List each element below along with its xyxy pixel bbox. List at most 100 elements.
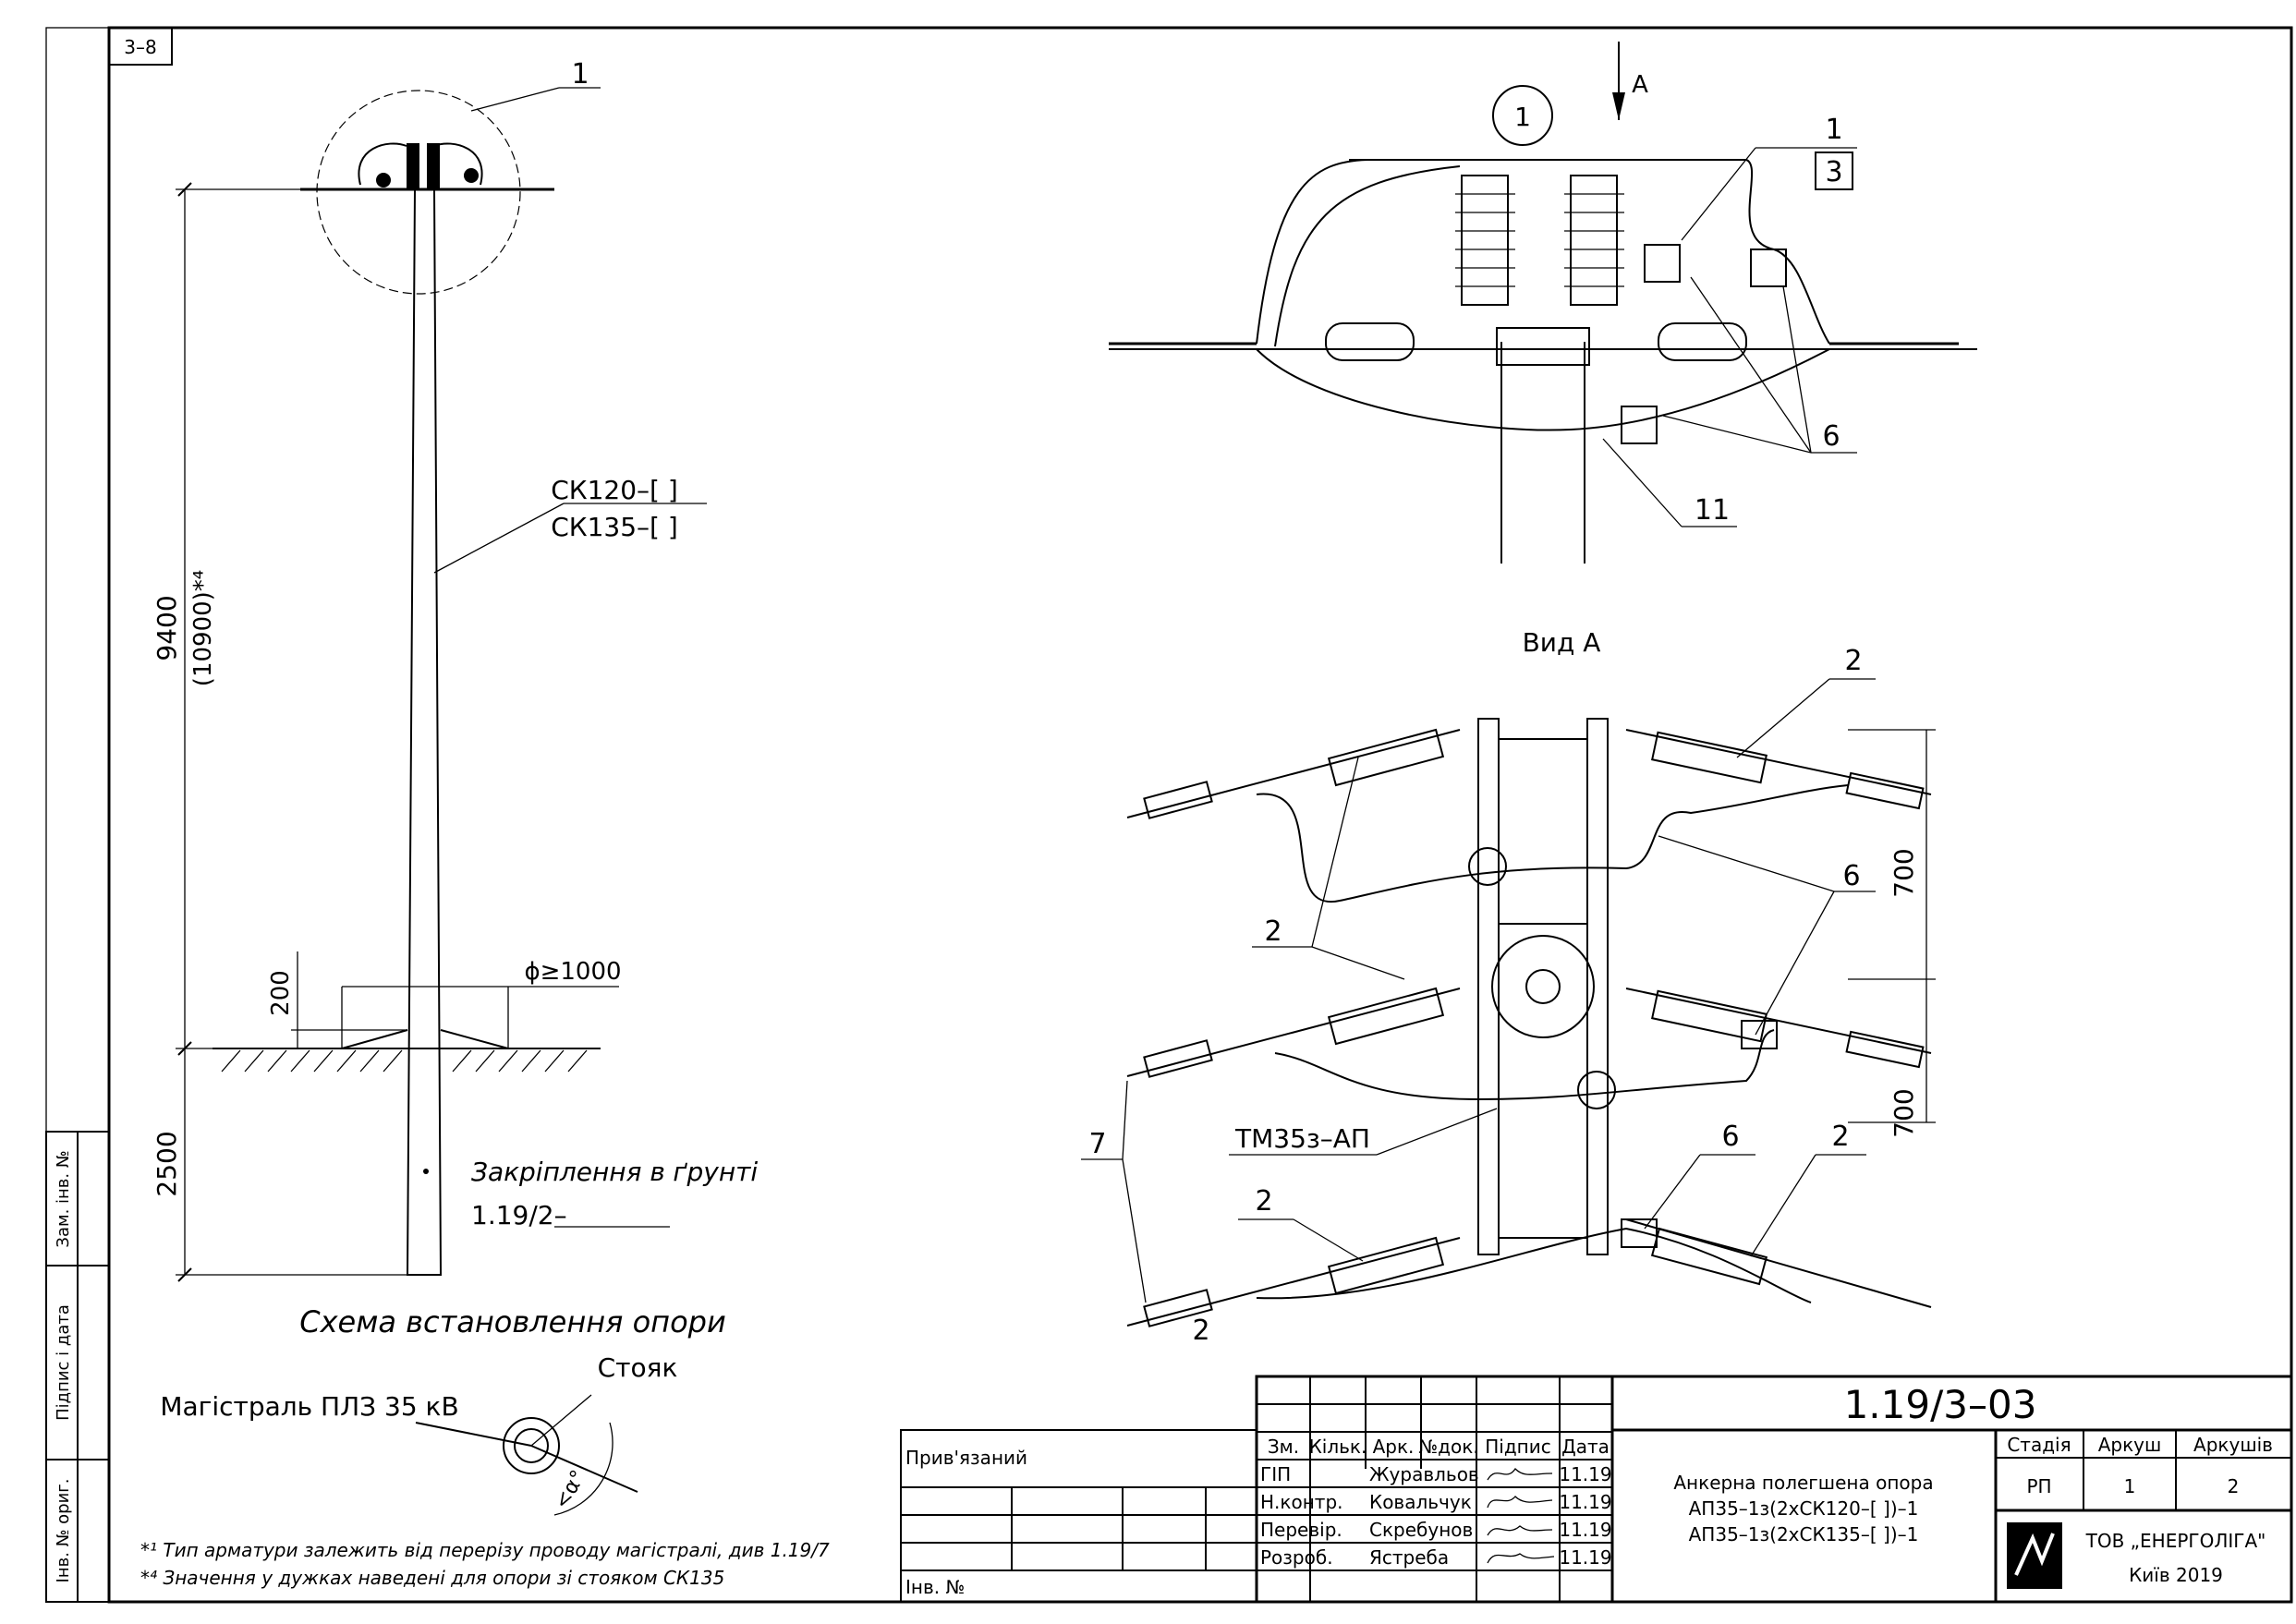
inv-oryg-label: Інв. № ориг.	[54, 1479, 73, 1583]
clamp-icon	[464, 168, 479, 183]
dim-height-alt: (10900)*⁴	[189, 570, 217, 686]
post-insulator	[1461, 175, 1509, 306]
dim-200: 200	[267, 970, 295, 1016]
leader-line	[1122, 1080, 1128, 1160]
marker-dot	[423, 1169, 429, 1174]
pole-scheme: 1 9400 (10900)*⁴ 2500	[140, 58, 830, 1589]
callout-2: 2	[1264, 915, 1282, 948]
stage-value: РП	[2026, 1475, 2051, 1497]
dim-tick	[177, 182, 192, 197]
leader-line	[1662, 415, 1812, 454]
company-logo-icon	[2007, 1522, 2062, 1589]
line-label: Магістраль ПЛЗ 35 кВ	[160, 1391, 458, 1422]
circle-label: 1	[1514, 102, 1531, 132]
callout-2: 2	[1255, 1185, 1272, 1218]
leader-line	[1681, 147, 1756, 241]
stage-header: Стадія	[2007, 1434, 2071, 1456]
footnote-2: *⁴ Значення у дужках наведені для опори …	[140, 1567, 724, 1589]
role-pereviv: Перевір.	[1260, 1519, 1342, 1541]
callout-box	[1815, 151, 1853, 190]
line-direction	[530, 1445, 638, 1493]
leader-line	[1750, 1154, 1816, 1257]
dim-height: 9400	[152, 595, 182, 661]
clamp-icon	[1644, 244, 1681, 283]
designation: 1.19/3–03	[1844, 1382, 2037, 1427]
jumper-wire	[1256, 159, 1368, 345]
description-1: Анкерна полегшена опора	[1673, 1472, 1933, 1494]
callout-2-hidden: 2	[1192, 1315, 1209, 1347]
leader-line	[530, 1394, 592, 1447]
date-pereviv: 11.19	[1559, 1519, 1611, 1541]
dim-700b: 700	[1889, 1088, 1919, 1137]
leader-line	[1782, 285, 1812, 454]
pole-label-bottom: СК135–[ ]	[551, 512, 678, 542]
title-block: Прив'язаний Інв. № Зм. Кільк. Арк. №док.…	[900, 1375, 2293, 1604]
callout-1: 1	[571, 58, 589, 91]
hdr-dok: №док.	[1418, 1436, 1478, 1458]
dim-tick	[177, 1267, 192, 1282]
dim-diameter: ϕ≥1000	[524, 958, 621, 986]
leader-line	[1658, 835, 1835, 892]
sheet-value: 1	[2124, 1475, 2136, 1497]
leader-line	[1311, 946, 1405, 980]
leader-line	[1755, 891, 1835, 1036]
leader-line	[1644, 1154, 1701, 1230]
callout-3: 3	[1825, 156, 1842, 188]
date-gip: 11.19	[1559, 1463, 1611, 1485]
leader-line	[1293, 1218, 1364, 1262]
zam-inv-label: Зам. інв. №	[54, 1150, 73, 1247]
view-a: Вид А	[1081, 627, 1936, 1347]
insulator-icon	[427, 143, 440, 189]
insulator-sheds	[1455, 193, 1624, 287]
leader-line	[433, 503, 565, 574]
post-insulator-top	[1468, 847, 1507, 886]
ground-fix-label: Закріплення в ґрунті	[471, 1157, 758, 1187]
role-rozrob: Розроб.	[1260, 1546, 1333, 1569]
leader-line	[1736, 678, 1830, 758]
top-view: 1 А	[1109, 42, 1977, 564]
leader-line	[1690, 276, 1812, 454]
tm-label: ТМ35з–АП	[1234, 1123, 1370, 1154]
pole	[406, 188, 443, 1276]
jumper-wire	[1256, 348, 1830, 431]
angle-label: <α°	[551, 1466, 591, 1513]
signature	[1487, 1467, 1553, 1481]
callout-2: 2	[1831, 1121, 1849, 1153]
leader-line	[1602, 438, 1683, 527]
callout-6: 6	[1822, 420, 1840, 453]
leader-line	[1376, 1108, 1498, 1156]
insulator-string	[1325, 322, 1747, 361]
pole-label-top: СК120–[ ]	[551, 475, 678, 505]
pole-clamp	[1496, 327, 1590, 366]
name-pereviv: Скребунов	[1369, 1519, 1473, 1541]
channel	[1586, 718, 1609, 1255]
arrow-icon	[1612, 92, 1625, 120]
dim-tick	[177, 1041, 192, 1056]
callout-11: 11	[1695, 494, 1730, 527]
name-nkontr: Ковальчук	[1369, 1491, 1472, 1513]
hdr-ark: Арк.	[1373, 1436, 1415, 1458]
callout-1: 1	[1825, 114, 1842, 146]
description-2: АП35–1з(2хСК120–[ ])–1	[1689, 1497, 1919, 1520]
angle-arc	[553, 1422, 613, 1516]
dim-2500: 2500	[152, 1131, 182, 1196]
inv-no-label: Інв. №	[905, 1576, 965, 1598]
signature	[1487, 1553, 1555, 1564]
stoyak-label: Стояк	[598, 1352, 678, 1383]
pole-section	[1491, 935, 1595, 1038]
signature	[1487, 1496, 1553, 1509]
jumper-wire	[1274, 165, 1461, 347]
sheet-border	[45, 27, 2292, 1603]
jumper-wire	[358, 142, 483, 186]
pryvyazanyi-label: Прив'язаний	[905, 1447, 1027, 1469]
date-nkontr: 11.19	[1559, 1491, 1611, 1513]
view-a-title: Вид А	[1523, 627, 1601, 658]
name-gip: Журавльов	[1369, 1463, 1479, 1485]
sheet-header: Аркуш	[2098, 1434, 2162, 1456]
pole-section	[1525, 969, 1561, 1004]
scheme-title: Схема встановлення опори	[299, 1304, 726, 1339]
detail-circle	[316, 90, 521, 295]
clamp-icon	[1750, 248, 1787, 287]
ground-mound	[341, 1029, 509, 1049]
company-name: ТОВ „ЕНЕРГОЛІГА"	[2085, 1530, 2266, 1552]
